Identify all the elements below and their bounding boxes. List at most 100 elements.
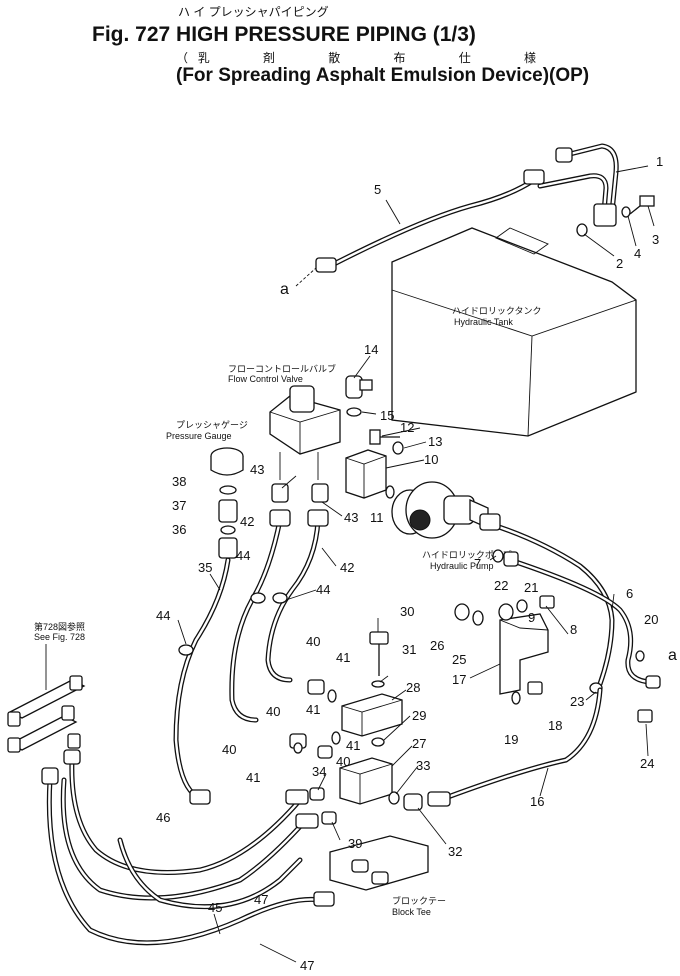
washer-19 xyxy=(511,691,521,705)
callout-44a: 44 xyxy=(156,608,170,623)
see-fig-label-jp: 第728図参照 xyxy=(34,621,85,632)
callout-42b: 42 xyxy=(340,560,354,575)
callout-37: 37 xyxy=(172,498,186,513)
callout-40c: 40 xyxy=(222,742,236,757)
o-ring-29 xyxy=(371,737,385,747)
callout-15: 15 xyxy=(380,408,394,423)
callout-8: 8 xyxy=(570,622,577,637)
see-fig-label-en: See Fig. 728 xyxy=(34,632,85,642)
callout-40a: 40 xyxy=(306,634,320,649)
washer-25 xyxy=(472,610,484,626)
callout-3: 3 xyxy=(652,232,659,247)
fitting-43-right xyxy=(311,483,329,503)
clamp-44-a xyxy=(178,644,194,656)
hose-6 xyxy=(479,513,615,687)
callout-29: 29 xyxy=(412,708,426,723)
ref-a-right: a xyxy=(668,647,677,664)
block-tee-label-jp: ブロックテー xyxy=(392,895,446,906)
hydraulic-tank-label-en: Hydraulic Tank xyxy=(454,317,513,327)
callout-6: 6 xyxy=(626,586,633,601)
o-ring-15 xyxy=(346,407,362,417)
hose-16 xyxy=(427,687,603,807)
callout-43a: 43 xyxy=(250,462,264,477)
callout-47b: 47 xyxy=(300,958,314,973)
callout-20: 20 xyxy=(644,612,658,627)
callout-12: 12 xyxy=(400,420,414,435)
callout-16: 16 xyxy=(530,794,544,809)
o-ring-41-b xyxy=(331,731,341,745)
hose-45 xyxy=(41,767,335,946)
pressure-gauge-label-jp: プレッシャゲージ xyxy=(176,419,248,430)
nut-26 xyxy=(454,603,470,621)
callout-38: 38 xyxy=(172,474,186,489)
o-ring-36 xyxy=(220,525,236,535)
block-tee-label-en: Block Tee xyxy=(392,907,431,917)
bolt-30 xyxy=(369,631,389,676)
callout-32: 32 xyxy=(448,844,462,859)
callout-41a: 41 xyxy=(336,650,350,665)
callout-33: 33 xyxy=(416,758,430,773)
o-ring-41-a xyxy=(327,689,337,703)
o-ring-11 xyxy=(385,485,395,499)
callout-41b: 41 xyxy=(306,702,320,717)
block-28 xyxy=(341,693,403,737)
hydraulic-tank-label-jp: ハイドロリックタンク xyxy=(452,306,541,316)
hose-5 xyxy=(315,169,545,273)
washer-31 xyxy=(371,680,385,688)
bolt-3 xyxy=(629,195,655,215)
callout-21: 21 xyxy=(524,580,538,595)
hose-47-lower xyxy=(117,837,303,910)
callout-5: 5 xyxy=(374,182,381,197)
hose-35 xyxy=(173,557,231,805)
connector-40-a xyxy=(307,679,325,695)
washer-21 xyxy=(516,599,528,613)
subtitle-japanese: （乳 剤 散 布 仕 様 xyxy=(176,50,536,65)
hydraulic-tank xyxy=(391,227,637,437)
callout-43b: 43 xyxy=(344,510,358,525)
callout-22: 22 xyxy=(494,578,508,593)
callout-19: 19 xyxy=(504,732,518,747)
pressure-gauge-label-en: Pressure Gauge xyxy=(166,431,232,441)
callout-47a: 47 xyxy=(254,892,268,907)
callout-18: 18 xyxy=(548,718,562,733)
bolt-8 xyxy=(539,595,555,609)
figure-title: Fig. 727 HIGH PRESSURE PIPING (1/3) xyxy=(92,23,476,46)
callout-27: 27 xyxy=(412,736,426,751)
callout-41c: 41 xyxy=(246,770,260,785)
title-japanese: ハ イ プレッシャパイピング xyxy=(178,5,329,19)
block-tee xyxy=(329,835,429,891)
callout-14: 14 xyxy=(364,342,378,357)
connector-39 xyxy=(321,811,337,825)
callout-36: 36 xyxy=(172,522,186,537)
flow-control-valve xyxy=(269,385,341,480)
callout-39: 39 xyxy=(348,836,362,851)
callout-9: 9 xyxy=(528,610,535,625)
washer-13 xyxy=(392,441,404,455)
callout-34: 34 xyxy=(312,764,326,779)
washer-4 xyxy=(621,206,631,218)
callout-31: 31 xyxy=(402,642,416,657)
block-10 xyxy=(345,449,387,499)
o-ring-7 xyxy=(492,549,504,563)
leader-45 xyxy=(213,913,221,935)
bracket-17 xyxy=(499,613,549,695)
subtitle-english: (For Spreading Asphalt Emulsion Device)(… xyxy=(176,65,589,86)
callout-44c: 44 xyxy=(316,582,330,597)
clamp-44-b xyxy=(250,592,266,604)
bolt-24 xyxy=(637,709,653,723)
nut-22 xyxy=(498,603,514,621)
hose-42-left xyxy=(229,509,291,723)
callout-numbers: 1 2 3 4 5 6 7 8 9 10 11 12 13 14 15 16 1… xyxy=(156,154,663,973)
pipe-1 xyxy=(537,143,619,227)
callout-35: 35 xyxy=(198,560,212,575)
callout-40d: 40 xyxy=(336,754,350,769)
hose-46 xyxy=(63,749,309,875)
callout-2: 2 xyxy=(616,256,623,271)
callout-45: 45 xyxy=(208,900,222,915)
pipe-6-right xyxy=(503,551,661,689)
callout-23: 23 xyxy=(570,694,584,709)
bolt-18 xyxy=(527,681,543,695)
callout-42a: 42 xyxy=(240,514,254,529)
callout-24: 24 xyxy=(640,756,654,771)
